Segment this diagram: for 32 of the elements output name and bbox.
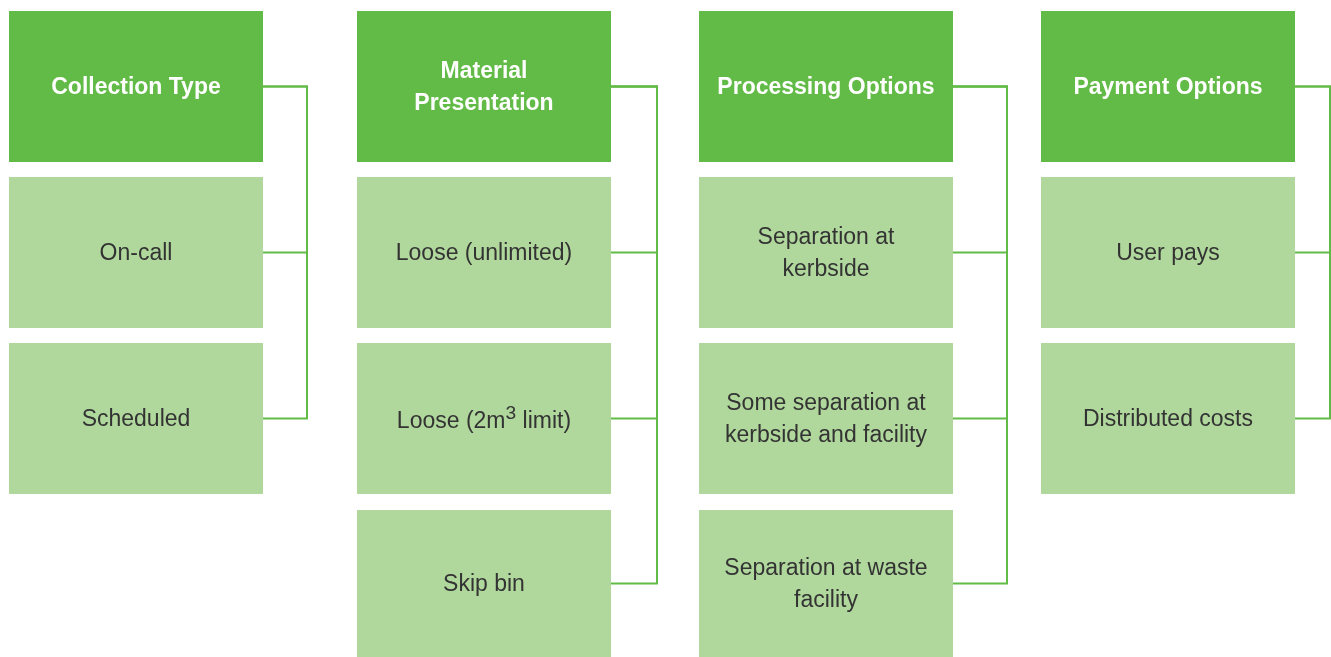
- category-header: [9, 11, 263, 162]
- option-box: [699, 510, 953, 657]
- option-text: Some separation at kerbside and facility: [724, 387, 928, 449]
- option-box: [9, 177, 263, 328]
- option-box: [9, 343, 263, 494]
- option-text: Loose (unlimited): [395, 237, 573, 267]
- connector-line: [1294, 85, 1331, 420]
- option-box: [357, 343, 611, 494]
- option-box: [1041, 343, 1295, 494]
- category-header: [1041, 11, 1295, 162]
- header-text: Processing Options: [717, 71, 935, 101]
- header-text: Collection Type: [51, 71, 221, 101]
- option-box: [1041, 177, 1295, 328]
- option-box: [357, 510, 611, 657]
- option-box: [699, 177, 953, 328]
- option-text: Distributed costs: [1083, 403, 1253, 433]
- option-box: [357, 177, 611, 328]
- header-text: Material Presentation: [413, 55, 555, 117]
- category-header: [699, 11, 953, 162]
- option-text: Separation at waste facility: [723, 552, 929, 614]
- option-text: On-call: [99, 237, 173, 267]
- option-text: User pays: [1116, 237, 1220, 267]
- option-text: Skip bin: [443, 568, 525, 598]
- category-header: [357, 11, 611, 162]
- connector-line: [610, 85, 658, 585]
- header-text: Payment Options: [1073, 71, 1263, 101]
- connector-line: [952, 85, 1008, 585]
- option-text: Loose (2m$^{3}$ limit): [396, 401, 572, 435]
- connector-line: [262, 85, 308, 420]
- option-text: Separation at kerbside: [756, 221, 896, 283]
- option-box: [699, 343, 953, 494]
- option-text: Scheduled: [81, 403, 191, 433]
